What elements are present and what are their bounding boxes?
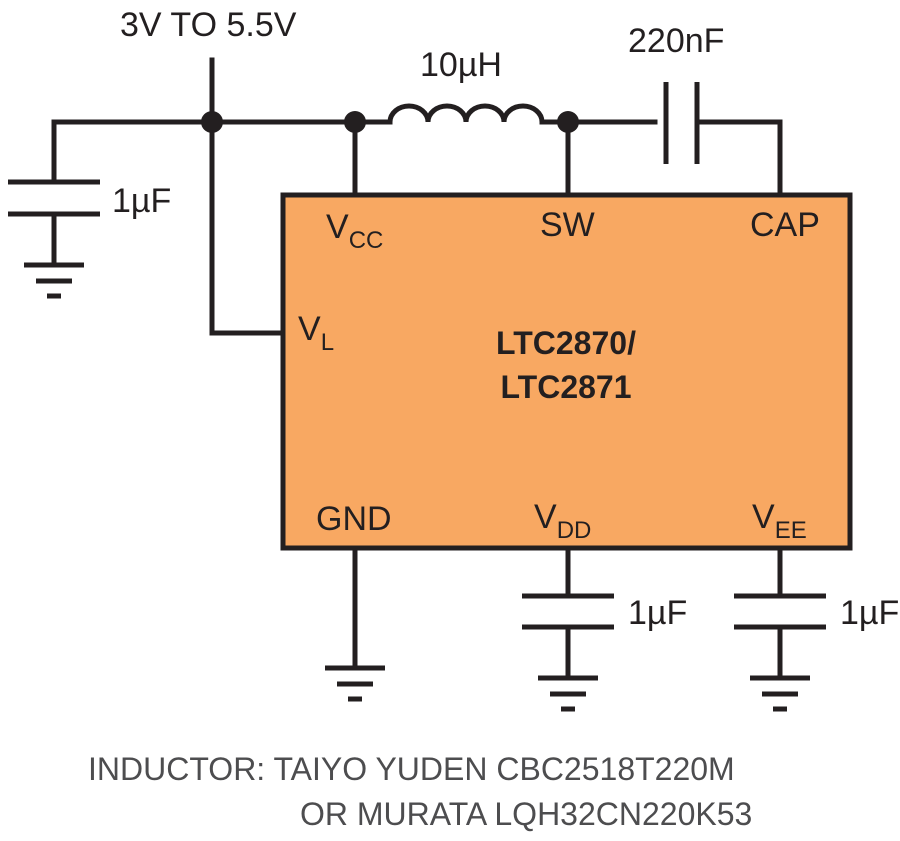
pin-sw-label: SW	[540, 206, 595, 244]
vee-capacitor	[734, 545, 826, 712]
ground-symbol-input	[24, 262, 84, 299]
input-capacitor	[8, 179, 100, 265]
inductor-note-line1: INDUCTOR: TAIYO YUDEN CBC2518T220M	[88, 751, 735, 787]
supply-label: 3V TO 5.5V	[120, 6, 297, 44]
junction-dot-vcc	[344, 111, 366, 133]
pin-vcc-label: VCC	[326, 208, 383, 254]
chip-body	[280, 192, 853, 551]
pin-vdd-label: VDD	[534, 498, 591, 544]
vdd-capacitor-label: 1µF	[628, 594, 687, 632]
inductor-label: 10µH	[420, 46, 502, 84]
input-capacitor-label: 1µF	[112, 182, 171, 220]
pin-gnd-label: GND	[316, 500, 392, 538]
pin-vee-label: VEE	[752, 498, 807, 544]
chip-name-line2: LTC2871	[500, 369, 631, 405]
vdd-capacitor	[522, 545, 614, 712]
flying-capacitor-label: 220nF	[628, 22, 724, 60]
junction-dot-supply	[201, 111, 223, 133]
inductor	[387, 103, 658, 198]
pin-vl-label: VL	[298, 310, 334, 356]
flying-capacitor	[663, 82, 783, 198]
vee-capacitor-label: 1µF	[840, 594, 899, 632]
inductor-note-line2: OR MURATA LQH32CN220K53	[300, 796, 752, 832]
chip-name-line1: LTC2870/	[496, 325, 636, 361]
pin-cap-label: CAP	[750, 206, 820, 244]
junction-dot-sw	[557, 111, 579, 133]
gnd-wiring	[325, 545, 385, 702]
